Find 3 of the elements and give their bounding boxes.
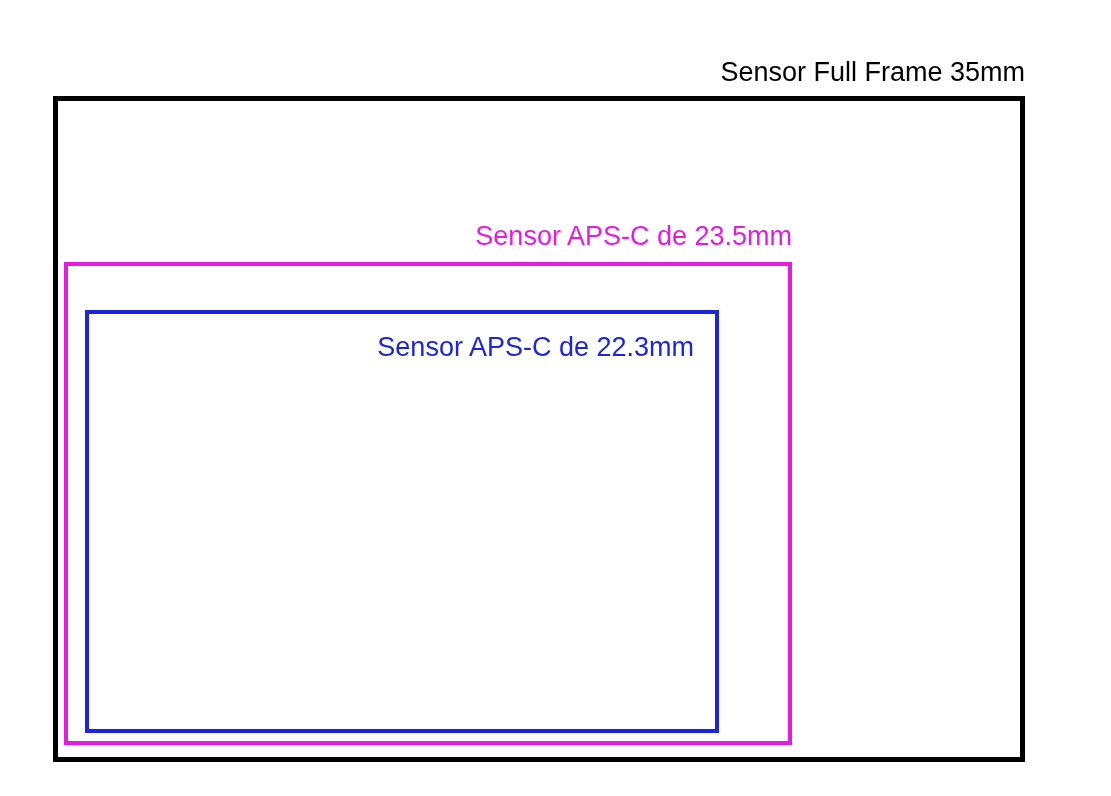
sensor-size-label: Sensor APS-C de 22.3mm (377, 332, 694, 364)
sensor-size-label: Sensor APS-C de 23.5mm (475, 220, 792, 252)
sensor-size-label: Sensor Full Frame 35mm (720, 56, 1025, 88)
